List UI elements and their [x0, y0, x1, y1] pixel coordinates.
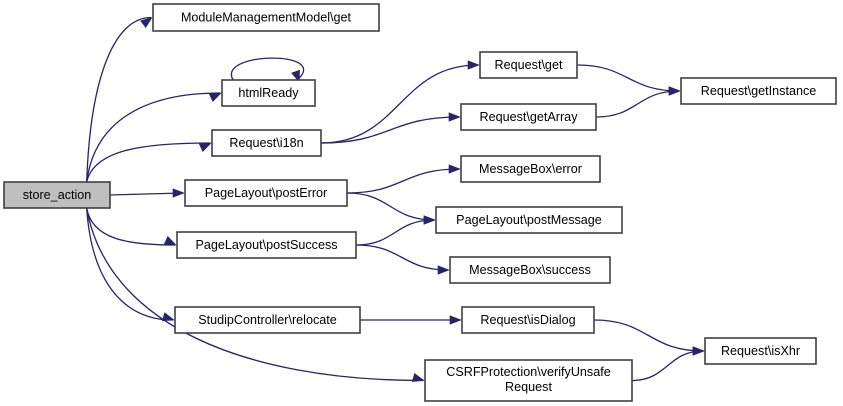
node-label-request_isxhr: Request\isXhr	[721, 344, 800, 358]
arrowhead	[208, 92, 222, 102]
edge-request_i18n-to-request_getarray	[320, 112, 461, 144]
node-label-messagebox_error: MessageBox\error	[479, 162, 582, 176]
node-layer: store_action ModuleManagementModel\get htm…	[3, 3, 837, 402]
edge-posterror-to-postmessage	[346, 192, 436, 225]
edge-posterror-to-messagebox_error	[346, 164, 461, 194]
node-box-request_i18n[interactable]	[211, 129, 322, 157]
node-request_i18n[interactable]: Request\i18n	[211, 129, 322, 157]
node-relocate[interactable]: StudipController\relocate	[174, 306, 361, 334]
node-htmlready[interactable]: htmlReady	[221, 79, 316, 107]
arrowhead	[437, 265, 450, 275]
edge-postsuccess-to-postmessage	[355, 215, 436, 246]
node-label-posterror: PageLayout\postError	[205, 186, 328, 200]
node-request_getarray[interactable]: Request\getArray	[460, 103, 597, 131]
node-box-postmessage[interactable]	[435, 206, 623, 234]
node-postsuccess[interactable]: PageLayout\postSuccess	[176, 231, 357, 259]
arrowhead	[411, 372, 425, 382]
edge-csrf_verify-to-request_isxhr	[631, 346, 705, 382]
node-box-module_get[interactable]	[152, 3, 380, 32]
node-request_getinstance[interactable]: Request\getInstance	[680, 77, 837, 105]
edge-store_action-to-request_i18n	[86, 142, 212, 183]
node-request_isdialog[interactable]: Request\isDialog	[461, 306, 595, 334]
edge-store_action-to-postsuccess	[86, 207, 177, 246]
node-module_get[interactable]: ModuleManagementModel\get	[152, 3, 380, 32]
node-label-store_action: store_action	[23, 188, 92, 202]
node-store_action[interactable]: store_action	[3, 181, 111, 209]
edge-request_isdialog-to-request_isxhr	[593, 319, 705, 356]
arrowhead	[467, 60, 480, 70]
edge-layer	[86, 16, 705, 382]
node-box-request_get[interactable]	[479, 51, 578, 79]
node-label-request_i18n: Request\i18n	[229, 136, 303, 150]
node-box-request_isdialog[interactable]	[461, 306, 595, 334]
node-box-postsuccess[interactable]	[176, 231, 357, 259]
arrowhead	[172, 188, 185, 198]
node-request_isxhr[interactable]: Request\isXhr	[704, 337, 817, 365]
node-box-request_getinstance[interactable]	[680, 77, 837, 105]
edge-relocate-to-request_isdialog	[360, 315, 462, 325]
arrowhead	[692, 346, 705, 356]
node-label-htmlready: htmlReady	[238, 86, 299, 100]
arrowhead	[140, 16, 153, 28]
node-posterror[interactable]: PageLayout\postError	[184, 179, 348, 207]
edge-store_action-to-module_get	[86, 16, 153, 183]
edge-store_action-to-posterror	[109, 188, 185, 198]
node-box-relocate[interactable]	[174, 306, 361, 334]
arrowhead	[668, 86, 681, 96]
node-box-htmlready[interactable]	[221, 79, 316, 107]
node-box-messagebox_error[interactable]	[460, 155, 601, 183]
node-label-postsuccess: PageLayout\postSuccess	[195, 238, 337, 252]
node-box-posterror[interactable]	[184, 179, 348, 207]
node-box-messagebox_success[interactable]	[449, 256, 611, 284]
node-label-postmessage: PageLayout\postMessage	[456, 213, 602, 227]
node-messagebox_success[interactable]: MessageBox\success	[449, 256, 611, 284]
node-request_get[interactable]: Request\get	[479, 51, 578, 79]
edge-store_action-to-htmlready	[86, 92, 222, 183]
node-box-request_getarray[interactable]	[460, 103, 597, 131]
edge-request_get-to-request_getinstance	[576, 64, 681, 96]
arrowhead	[161, 312, 175, 322]
node-label-module_get: ModuleManagementModel\get	[181, 10, 352, 24]
arrowhead	[448, 164, 461, 174]
node-box-csrf_verify[interactable]	[424, 359, 633, 402]
arrowhead	[198, 142, 212, 152]
node-messagebox_error[interactable]: MessageBox\error	[460, 155, 601, 183]
arrowhead	[449, 315, 462, 325]
edge-htmlready-to-htmlready	[230, 57, 305, 83]
node-postmessage[interactable]: PageLayout\postMessage	[435, 206, 623, 234]
arrowhead	[448, 112, 461, 122]
arrowhead	[163, 236, 177, 246]
node-label-request_get: Request\get	[495, 58, 563, 72]
arrowhead	[423, 215, 436, 225]
edge-postsuccess-to-messagebox_success	[355, 244, 450, 275]
node-label-relocate: StudipController\relocate	[198, 313, 337, 327]
arrowhead	[291, 69, 300, 83]
node-box-store_action[interactable]	[3, 181, 111, 209]
edge-store_action-to-csrf_verify	[86, 207, 425, 382]
node-box-request_isxhr[interactable]	[704, 337, 817, 365]
node-label-request_getarray: Request\getArray	[479, 110, 578, 124]
edge-request_i18n-to-request_get	[320, 60, 480, 144]
edge-store_action-to-relocate	[86, 207, 175, 322]
node-label-request_isdialog: Request\isDialog	[480, 313, 575, 327]
node-label-request_getinstance: Request\getInstance	[701, 84, 817, 98]
node-label-messagebox_success: MessageBox\success	[469, 263, 591, 277]
edge-request_getarray-to-request_getinstance	[595, 86, 681, 118]
